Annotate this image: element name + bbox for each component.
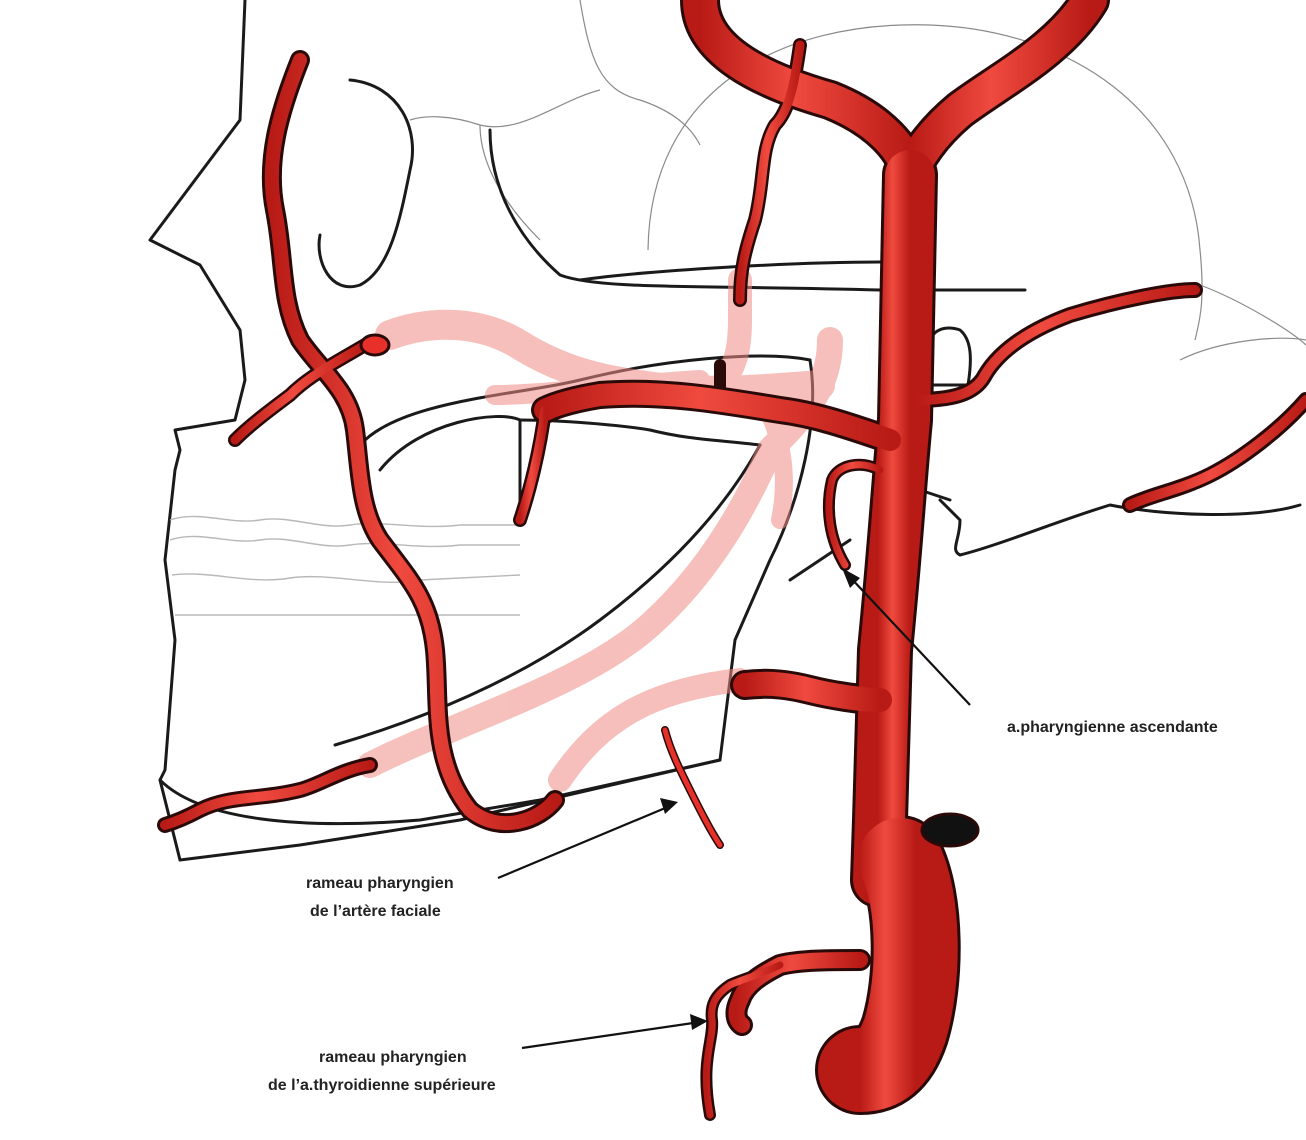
arterial-tree bbox=[165, 0, 1306, 1115]
label-thyroid-branch-line2: de l’a.thyroidienne supérieure bbox=[268, 1077, 496, 1094]
teeth-lines bbox=[170, 516, 520, 615]
label-facial-branch-line2: de l’artère faciale bbox=[310, 903, 441, 920]
label-thyroid-branch-line1: rameau pharyngien bbox=[319, 1049, 467, 1066]
pointer-thyroid-branch bbox=[522, 1014, 708, 1048]
label-facial-branch-line1: rameau pharyngien bbox=[306, 875, 454, 892]
label-ascending-pharyngeal: a.pharyngienne ascendante bbox=[1007, 719, 1218, 736]
